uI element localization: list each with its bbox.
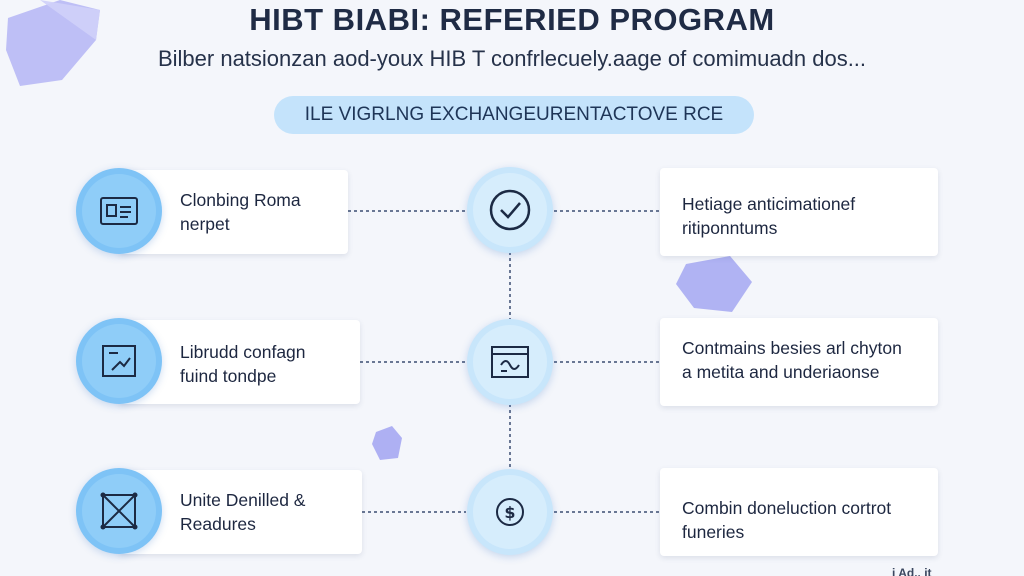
left-card-3-line-1: Unite Denilled & <box>180 490 306 510</box>
right-card-3-line-1: Combin doneluction cortrot <box>682 498 892 518</box>
right-card-3-line-2: funeries <box>682 522 745 542</box>
document-icon <box>102 345 136 377</box>
center-circle-2 <box>467 319 553 405</box>
right-card-1: Hetiage anticimationef ritiponntums <box>660 168 938 256</box>
right-card-2-line-1: Contmains besies arl chyton <box>682 338 902 358</box>
left-card-1: Clonbing Roma nerpet <box>118 170 348 254</box>
svg-text:$: $ <box>504 503 515 522</box>
section-pill: ILE VIGRLNG EXCHANGEURENTACTOVE RCE <box>274 96 754 134</box>
dollar-coin-icon: $ <box>496 498 524 526</box>
right-card-1-line-1: Hetiage anticimationef <box>682 194 856 214</box>
left-card-3-line-2: Readures <box>180 514 256 534</box>
right-card-1-line-2: ritiponntums <box>682 218 778 238</box>
center-circle-1 <box>467 167 553 253</box>
left-circle-3 <box>76 468 162 554</box>
right-card-2-line-2: a metita and underiaonse <box>682 362 880 382</box>
decorative-polygon-small <box>372 426 402 460</box>
network-grid-icon <box>100 492 138 530</box>
id-card-icon <box>100 197 138 225</box>
left-circle-2 <box>76 318 162 404</box>
left-circle-1 <box>76 168 162 254</box>
decorative-polygon-right <box>676 256 752 312</box>
right-card-2: Contmains besies arl chyton a metita and… <box>660 318 938 406</box>
browser-window-icon <box>491 346 529 378</box>
decorative-polygon-top-left <box>6 0 100 86</box>
left-card-1-line-1: Clonbing Roma <box>180 190 301 210</box>
center-circle-3: $ <box>467 469 553 555</box>
watermark: i Ad.. it <box>892 566 932 576</box>
left-card-1-line-2: nerpet <box>180 214 230 234</box>
right-card-3: Combin doneluction cortrot funeries <box>660 468 938 556</box>
check-circle-icon <box>489 189 531 231</box>
page-subtitle: Bilber natsionzan aod-youx HIB T confrle… <box>157 46 867 71</box>
left-card-2-line-2: fuind tondpe <box>180 366 277 386</box>
left-card-2-line-1: Librudd confagn <box>180 342 306 362</box>
page-title: HIBT BIABI: REFERIED PROGRAM <box>249 2 775 37</box>
